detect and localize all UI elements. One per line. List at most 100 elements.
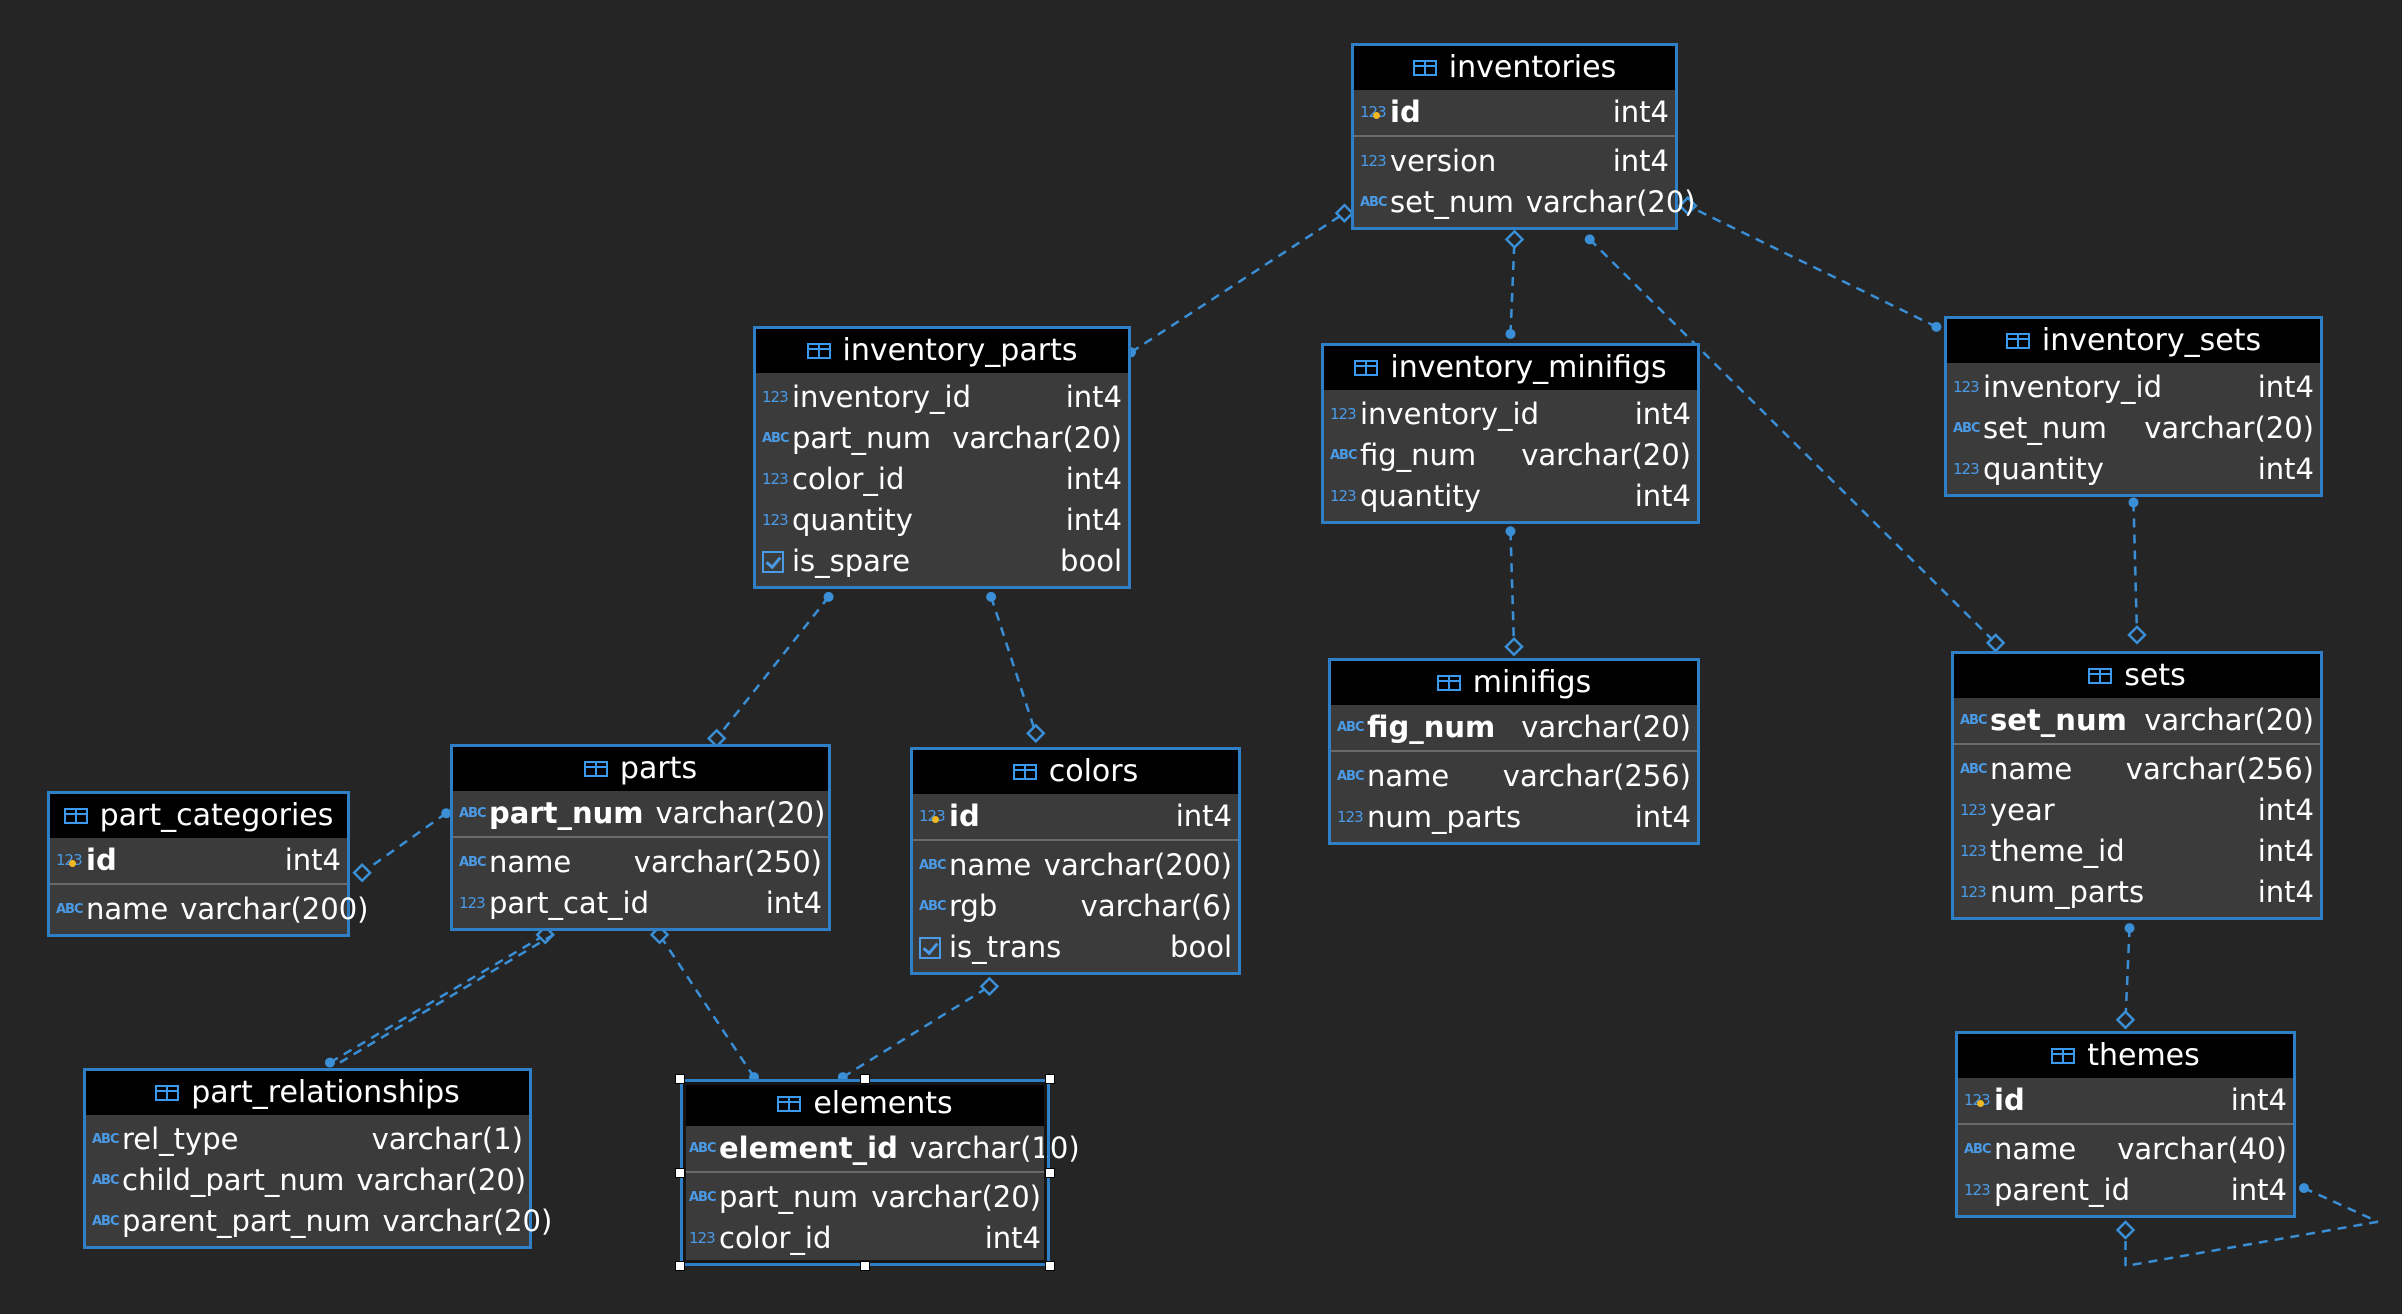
table-header[interactable]: themes [1958,1034,2293,1078]
text-type-icon: ABC [459,806,487,821]
table-header[interactable]: part_relationships [86,1071,529,1115]
relationship-line-inventory-sets-to-sets[interactable] [2132,502,2139,635]
relationship-line-part-relationships-to-parts[interactable] [329,933,546,1064]
table-header[interactable]: part_categories [50,794,347,838]
self-relationship-line[interactable] [2125,1220,2379,1268]
numeric-type-icon: 123 [762,470,789,488]
table-icon [1412,60,1437,76]
relationship-line-elements-to-colors[interactable] [842,985,991,1079]
relationship-line-inventory-minifigs-to-inventories[interactable] [1509,239,1516,335]
resize-handle[interactable] [1045,1167,1055,1178]
relationship-end-diamond [1504,229,1525,250]
resize-handle[interactable] [860,1261,870,1271]
relationship-end-dot [2124,923,2135,934]
resize-handle[interactable] [675,1167,685,1178]
table-header[interactable]: colors [913,750,1238,794]
table-icon [806,343,831,359]
table-header[interactable]: sets [1954,654,2320,698]
resize-handle[interactable] [1045,1074,1055,1084]
table-header[interactable]: inventory_parts [756,329,1128,373]
resize-handle[interactable] [1045,1261,1055,1271]
table-header[interactable]: inventory_sets [1947,319,2320,363]
table-header[interactable]: inventory_minifigs [1324,346,1697,390]
column-name: inventory_id [1983,370,2162,404]
resize-handle[interactable] [675,1074,685,1084]
relationship-line-inventory-sets-to-inventories[interactable] [1687,204,1937,328]
relationship-line-inventory-parts-to-inventories[interactable] [1130,212,1346,354]
self-relationship-line[interactable] [2303,1186,2379,1223]
resize-handle[interactable] [860,1074,870,1084]
relationship-line-sets-to-themes[interactable] [2124,928,2131,1020]
relationship-end-dot [1584,234,1595,245]
table-header[interactable]: minifigs [1331,661,1697,705]
relationship-line-inventory-parts-to-parts[interactable] [715,596,830,740]
column-name: id [86,843,117,877]
table-header[interactable]: inventories [1354,46,1675,90]
relationship-line-elements-to-parts[interactable] [658,934,756,1078]
column-type: int4 [2257,452,2314,486]
relationship-line-inventory-minifigs-to-minifigs[interactable] [1509,531,1516,647]
relationship-line-part-relationships-to-parts-2[interactable] [339,933,554,1064]
resize-handle[interactable] [675,1261,685,1271]
table-header[interactable]: parts [453,747,828,791]
relationship-line-parts-to-part-categories[interactable] [361,812,447,874]
table-header[interactable]: elements [683,1082,1047,1126]
relationship-line-inventory-parts-to-colors[interactable] [989,596,1037,734]
